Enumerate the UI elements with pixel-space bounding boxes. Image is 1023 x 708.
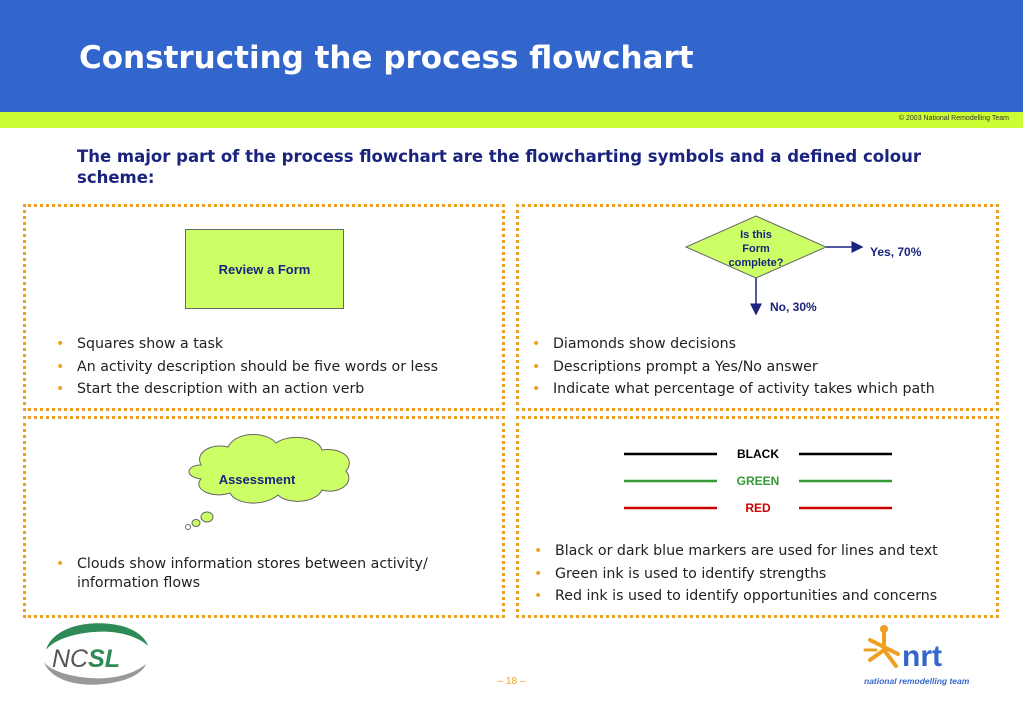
task-shape-label: Review a Form [218, 261, 311, 277]
yes-label: Yes, 70% [870, 245, 922, 259]
ncsl-logo-prefix: NC [52, 645, 89, 673]
task-bullet-list: Squares show a task An activity descript… [52, 333, 438, 401]
list-item: Start the description with an action ver… [52, 378, 438, 401]
cloud-bubble-medium [191, 519, 201, 527]
ncsl-logo-arc-bottom [44, 662, 146, 685]
list-item: Clouds show information stores between a… [52, 555, 492, 593]
decision-bullet-list: Diamonds show decisions Descriptions pro… [528, 333, 935, 401]
list-item: Red ink is used to identify opportunitie… [530, 585, 938, 608]
copyright-notice: © 2003 National Remodelling Team [898, 115, 1009, 122]
diamond-line-3: complete? [728, 257, 783, 269]
task-panel: Review a Form Squares show a task An act… [23, 204, 505, 411]
svg-text:NCSL: NCSL [52, 645, 120, 673]
slide-title: Constructing the process flowchart [79, 40, 694, 76]
cloud-bullet-list: Clouds show information stores between a… [52, 555, 492, 593]
list-item: Green ink is used to identify strengths [530, 563, 938, 586]
nrt-logo: nrt national remodelling team [863, 625, 970, 686]
cloud-label: Assessment [219, 472, 296, 487]
ncsl-logo-arc-top [46, 623, 148, 650]
slide-subtitle: The major part of the process flowchart … [77, 147, 921, 187]
cloud-bubble-large [200, 511, 214, 523]
colour-bullet-list: Black or dark blue markers are used for … [530, 540, 938, 608]
ncsl-logo: NCSL [44, 623, 148, 685]
green-label: GREEN [737, 474, 780, 488]
nrt-logo-wordmark: nrt [902, 640, 942, 673]
red-label: RED [745, 501, 771, 515]
colour-panel: BLACK GREEN RED Black or dark blue marke… [516, 416, 999, 618]
cloud-shape [188, 434, 350, 504]
no-label: No, 30% [770, 300, 817, 314]
nrt-logo-tagline: national remodelling team [864, 676, 970, 686]
header-band: Constructing the process flowchart [0, 0, 1023, 112]
task-shape: Review a Form [185, 229, 344, 309]
ncsl-logo-suffix: SL [88, 645, 120, 673]
nrt-logo-star-icon [863, 625, 900, 668]
accent-bar: © 2003 National Remodelling Team [0, 112, 1023, 128]
colour-legend: BLACK GREEN RED [624, 447, 892, 515]
decision-panel: Is this Form complete? Yes, 70% No, 30% … [516, 204, 999, 411]
cloud-bubble-small [185, 524, 191, 530]
list-item: Diamonds show decisions [528, 333, 935, 356]
list-item: Descriptions prompt a Yes/No answer [528, 356, 935, 379]
page-number: – 18 – [497, 676, 526, 687]
list-item: Black or dark blue markers are used for … [530, 540, 938, 563]
list-item: An activity description should be five w… [52, 356, 438, 379]
decision-diagram: Is this Form complete? Yes, 70% No, 30% [684, 215, 922, 316]
cloud-panel: Assessment Clouds show information store… [23, 416, 505, 618]
diamond-line-1: Is this [740, 229, 772, 241]
diamond-line-2: Form [742, 243, 770, 255]
black-label: BLACK [737, 447, 779, 461]
list-item: Indicate what percentage of activity tak… [528, 378, 935, 401]
cloud-diagram: Assessment [185, 434, 350, 530]
list-item: Squares show a task [52, 333, 438, 356]
